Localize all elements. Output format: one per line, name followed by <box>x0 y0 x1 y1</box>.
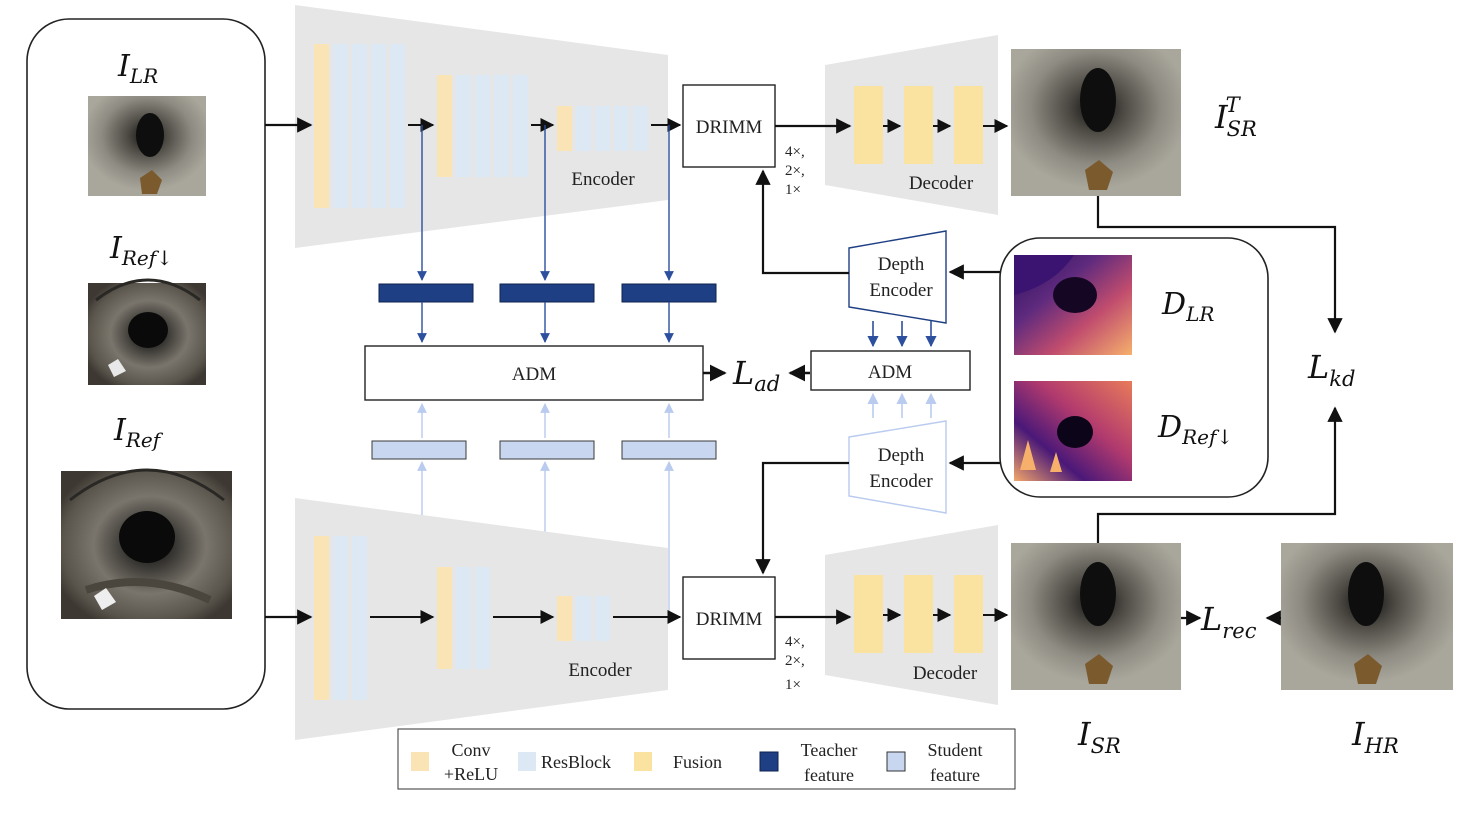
hr-label: IHR <box>1351 715 1399 758</box>
depth-ref-image <box>1014 381 1132 481</box>
teacher-fusion-1 <box>854 86 883 164</box>
teacher-scale-1x: 1× <box>785 182 801 198</box>
legend-teacher-line2: feature <box>804 765 854 785</box>
student-resblock-1a <box>333 536 348 700</box>
i-refdown-label: IRef↓ <box>109 231 173 270</box>
student-scale-2x: 2×, <box>785 653 805 669</box>
adm-small-label: ADM <box>868 362 912 383</box>
student-sr-image <box>1011 543 1181 690</box>
student-conv-block-2 <box>437 567 452 669</box>
student-resblock-3a <box>576 596 591 641</box>
student-fusion-1 <box>854 575 883 653</box>
teacher-scale-2x: 2×, <box>785 163 805 179</box>
student-decoder-label: Decoder <box>913 663 978 684</box>
legend-teacher-line1: Teacher <box>801 740 858 760</box>
student-fusion-2 <box>904 575 933 653</box>
bottom-depth-encoder <box>848 420 947 514</box>
teacher-resblock-1c <box>371 44 386 208</box>
student-resblock-2a <box>456 567 471 669</box>
adm-small-box <box>810 350 971 391</box>
teacher-feature-1 <box>378 283 474 303</box>
teacher-fusion-2 <box>904 86 933 164</box>
student-feature-1 <box>371 440 467 460</box>
teacher-resblock-2c <box>494 75 509 177</box>
teacher-drimm-box <box>682 84 776 168</box>
teacher-resblock-2a <box>456 75 471 177</box>
top-depth-encoder <box>848 230 947 324</box>
legend-resblock: ResBlock <box>541 752 611 772</box>
hr-image <box>1281 543 1453 690</box>
teacher-scale-4x: 4×, <box>785 144 805 160</box>
teacher-encoder-label: Encoder <box>571 169 635 190</box>
teacher-feature-3 <box>621 283 717 303</box>
student-feature-3 <box>621 440 717 460</box>
teacher-resblock-3b <box>595 106 610 151</box>
teacher-fusion-3 <box>954 86 983 164</box>
student-resblock-1b <box>352 536 367 700</box>
teacher-drimm-label: DRIMM <box>696 117 763 138</box>
loss-rec-label: Lrec <box>1200 600 1257 643</box>
ref-image <box>61 468 232 619</box>
teacher-feature-2 <box>499 283 595 303</box>
student-fusion-3 <box>954 575 983 653</box>
d-lr-label: DLR <box>1161 287 1214 326</box>
student-drimm-box <box>682 576 776 660</box>
teacher-decoder-label: Decoder <box>909 173 974 194</box>
loss-kd-label: Lkd <box>1307 348 1355 391</box>
adm-main-label: ADM <box>512 364 556 385</box>
teacher-resblock-2d <box>513 75 528 177</box>
student-scale-4x: 4×, <box>785 634 805 650</box>
ref-down-image <box>88 278 206 385</box>
teacher-resblock-2b <box>475 75 490 177</box>
teacher-conv-block-1 <box>314 44 329 208</box>
legend-box <box>397 728 1016 790</box>
teacher-sr-image <box>1011 49 1181 196</box>
teacher-resblock-3c <box>614 106 629 151</box>
legend-teacher-swatch <box>759 751 779 772</box>
i-lr-label: ILR <box>117 49 158 88</box>
lr-image <box>88 96 206 196</box>
student-resblock-3b <box>595 596 610 641</box>
student-encoder-label: Encoder <box>568 660 632 681</box>
teacher-conv-block-2 <box>437 75 452 177</box>
teacher-conv-block-3 <box>557 106 572 151</box>
bottom-depth-encoder-line2: Encoder <box>869 471 933 492</box>
student-conv-block-1 <box>314 536 329 700</box>
teacher-resblock-1b <box>352 44 367 208</box>
loss-ad-label: Lad <box>732 354 780 396</box>
legend-fusion-swatch <box>634 752 652 771</box>
legend-conv-swatch <box>411 752 429 771</box>
legend-conv-line1: Conv <box>451 740 490 760</box>
student-resblock-2b <box>475 567 490 669</box>
top-depth-encoder-line1: Depth <box>878 254 925 275</box>
legend-fusion: Fusion <box>673 752 722 772</box>
d-ref-label: DRef↓ <box>1157 410 1233 449</box>
legend-conv-line2: +ReLU <box>444 764 498 784</box>
teacher-resblock-1d <box>390 44 405 208</box>
bottom-depth-encoder-line1: Depth <box>878 445 925 466</box>
teacher-resblock-3d <box>633 106 648 151</box>
i-ref-label: IRef <box>113 413 164 452</box>
student-output-label: ISR <box>1077 715 1121 758</box>
legend-student-swatch <box>886 751 906 772</box>
legend-student-line2: feature <box>930 765 980 785</box>
student-scale-1x: 1× <box>785 677 801 693</box>
legend-resblock-swatch <box>518 752 536 771</box>
student-conv-block-3 <box>557 596 572 641</box>
depth-lr-image <box>1014 255 1132 355</box>
student-feature-2 <box>499 440 595 460</box>
top-depth-encoder-line2: Encoder <box>869 280 933 301</box>
adm-main-box <box>364 345 704 401</box>
teacher-resblock-1a <box>333 44 348 208</box>
legend-student-line1: Student <box>927 740 982 760</box>
teacher-resblock-3a <box>576 106 591 151</box>
student-drimm-label: DRIMM <box>696 609 763 630</box>
